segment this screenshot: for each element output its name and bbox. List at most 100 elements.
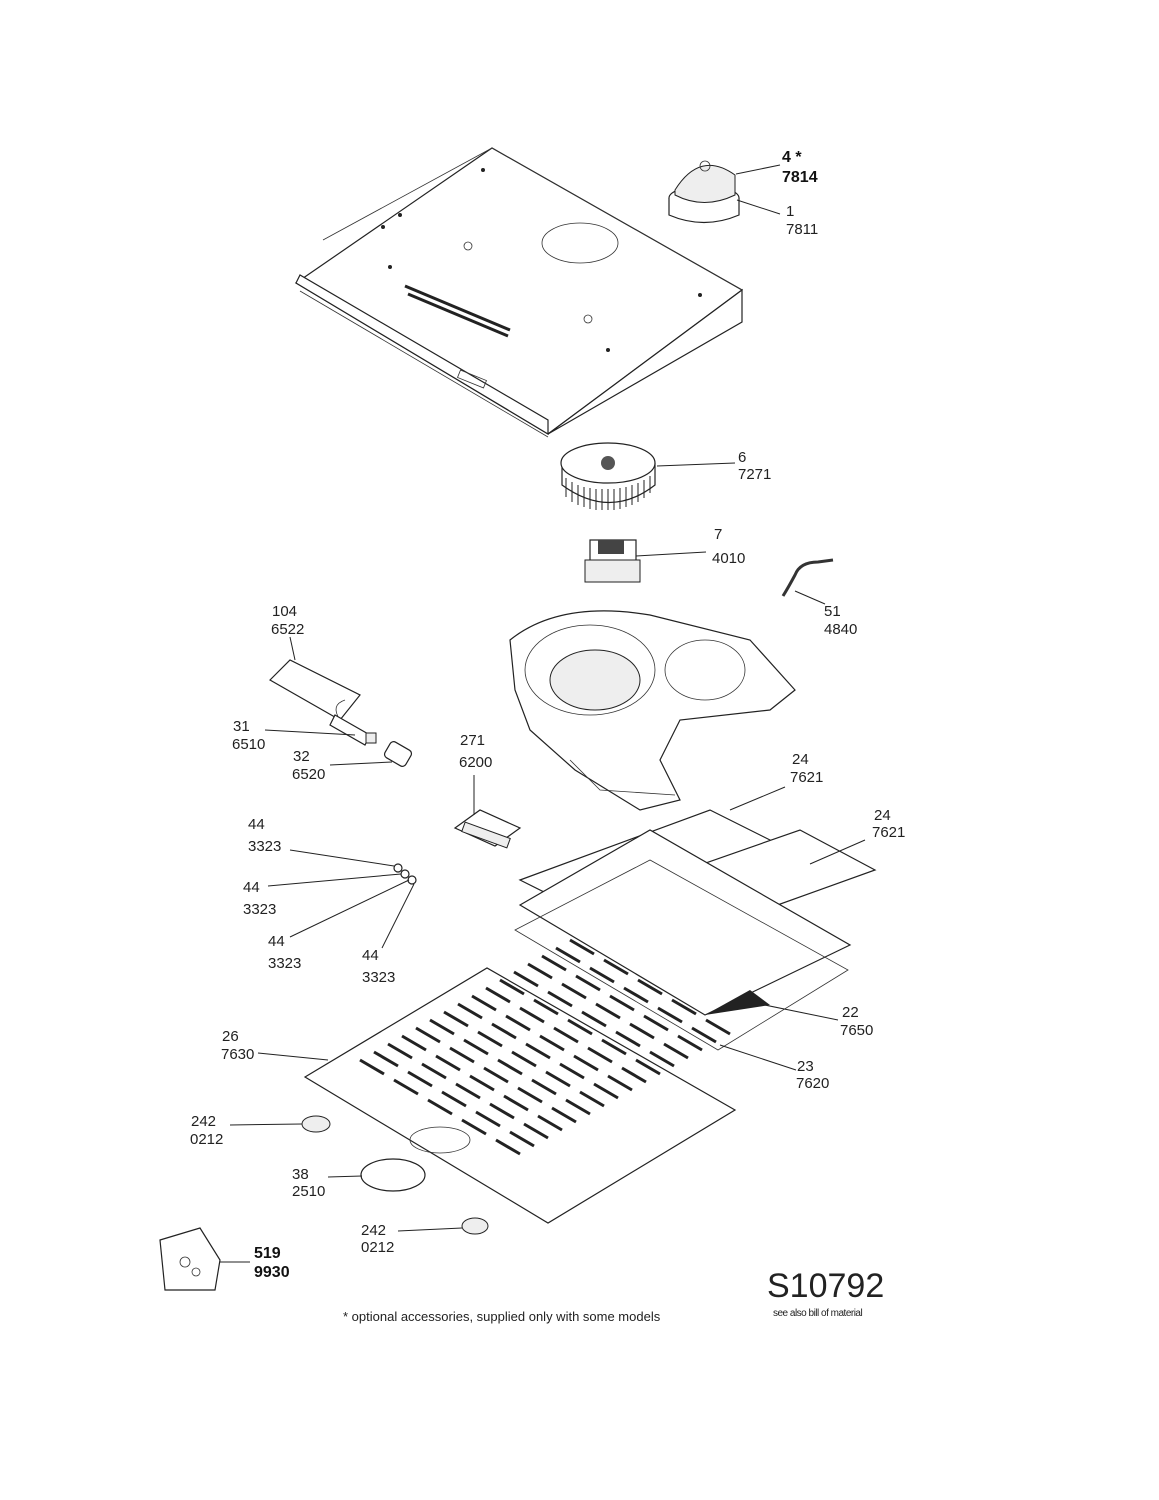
vent-slots xyxy=(404,284,511,338)
grille-slot xyxy=(407,1070,433,1088)
grille-slot xyxy=(429,1018,455,1036)
callout-code-lamp: 6510 xyxy=(232,736,265,753)
callout-code-carbon-filter: 7650 xyxy=(840,1022,873,1039)
lamp-part xyxy=(329,714,377,746)
callout-pos-motor: 7 xyxy=(714,526,722,543)
callout-pos-outlet-ring: 1 xyxy=(786,203,794,220)
grille-slot xyxy=(527,962,553,980)
grille-slot xyxy=(421,1062,447,1080)
grille-slot xyxy=(555,946,581,964)
callout-pos-lamp-cover: 104 xyxy=(272,603,297,620)
callout-pos-cable: 51 xyxy=(824,603,841,620)
callout-pos-carbon-filter: 22 xyxy=(842,1004,859,1021)
callout-code-grille: 7630 xyxy=(221,1046,254,1063)
grille-slot xyxy=(539,1034,565,1052)
grille-slot xyxy=(623,986,649,1004)
grille-slot xyxy=(545,1070,571,1088)
grille-slot xyxy=(635,1058,661,1076)
grille-slot xyxy=(637,978,663,996)
callout-code-filter-clip-b: 7621 xyxy=(872,824,905,841)
callout-pos-filter-clip-a: 24 xyxy=(792,751,809,768)
grille-slot xyxy=(705,1018,731,1036)
grille-slot xyxy=(475,1110,501,1128)
grille-slot xyxy=(551,1106,577,1124)
callout-pos-lamp-lens: 38 xyxy=(292,1166,309,1183)
grille-slot xyxy=(485,986,511,1004)
grille-slot xyxy=(441,1090,467,1108)
callout-pos-fixing-kit: 519 xyxy=(254,1245,281,1262)
grille-slot xyxy=(373,1050,399,1068)
callout-code-fan-cover: 7814 xyxy=(782,169,818,186)
callout-code-knob-3: 3323 xyxy=(268,955,301,972)
callout-pos-lamp-holder: 32 xyxy=(293,748,310,765)
hood-body xyxy=(294,147,744,438)
grille-slot xyxy=(461,1118,487,1136)
grille-slot xyxy=(581,1010,607,1028)
callout-code-lamp-holder: 6520 xyxy=(292,766,325,783)
callout-code-knob-1: 3323 xyxy=(248,838,281,855)
grease-filter-part xyxy=(514,859,849,1051)
grille-slot xyxy=(629,1022,655,1040)
callout-code-grease-filter: 7620 xyxy=(796,1075,829,1092)
drawing-code: S10792 xyxy=(767,1267,884,1305)
motor-part xyxy=(584,539,641,583)
grille-slot xyxy=(483,1066,509,1084)
callout-pos-knob-3: 44 xyxy=(268,933,285,950)
callout-code-outlet-ring: 7811 xyxy=(786,221,818,238)
grille-slot xyxy=(601,1038,627,1056)
drawing-sub: see also bill of material xyxy=(773,1308,862,1319)
callout-pos-filter-clip-b: 24 xyxy=(874,807,891,824)
grille-slot xyxy=(519,1006,545,1024)
grille-slot xyxy=(649,1050,675,1068)
grille-slot xyxy=(621,1066,647,1084)
grille-slot xyxy=(531,1078,557,1096)
grille-slot xyxy=(609,994,635,1012)
callout-pos-grease-filter: 23 xyxy=(797,1058,814,1075)
callout-code-lamp-cover: 6522 xyxy=(271,621,304,638)
grille-slot xyxy=(541,954,567,972)
grille-slot xyxy=(565,1098,591,1116)
grille-slot xyxy=(435,1054,461,1072)
lamp-lens-part xyxy=(360,1158,426,1192)
grille-slot xyxy=(499,978,525,996)
grille-slot xyxy=(615,1030,641,1048)
callout-pos-fan-cover: 4 * xyxy=(782,149,802,166)
switch-part xyxy=(453,809,522,849)
callout-code-filter-clip-a: 7621 xyxy=(790,769,823,786)
grille-slot xyxy=(401,1034,427,1052)
grille-slot xyxy=(359,1058,385,1076)
grille-slot xyxy=(477,1030,503,1048)
grille-slot xyxy=(427,1098,453,1116)
grille-slot xyxy=(573,1054,599,1072)
grille-slot xyxy=(593,1082,619,1100)
callout-pos-lamp: 31 xyxy=(233,718,250,735)
grille-slot xyxy=(523,1122,549,1140)
grille-slot xyxy=(471,994,497,1012)
callout-code-knob-2: 3323 xyxy=(243,901,276,918)
grille-slot xyxy=(607,1074,633,1092)
callout-code-fixing-kit: 9930 xyxy=(254,1264,290,1281)
grille-slot xyxy=(509,1130,535,1148)
fan-housing xyxy=(509,610,796,811)
grille-slot xyxy=(503,1094,529,1112)
grille-part xyxy=(303,938,737,1224)
leader-lines xyxy=(220,164,866,1263)
callout-pos-latch-a: 242 xyxy=(191,1113,216,1130)
footnote: * optional accessories, supplied only wi… xyxy=(343,1309,661,1324)
grille-slot xyxy=(603,958,629,976)
grille-slot xyxy=(525,1042,551,1060)
grille-slot xyxy=(387,1042,413,1060)
grille-slot xyxy=(569,938,595,956)
impeller-part xyxy=(560,442,656,510)
grille-slot xyxy=(505,1014,531,1032)
grille-slot xyxy=(415,1026,441,1044)
callout-code-cable: 4840 xyxy=(824,621,857,638)
grille-slot xyxy=(671,998,697,1016)
grille-slot xyxy=(449,1046,475,1064)
callout-pos-impeller: 6 xyxy=(738,449,746,466)
grille-slot xyxy=(533,998,559,1016)
grille-slot xyxy=(513,970,539,988)
grille-slot xyxy=(575,974,601,992)
fan-cover-part xyxy=(668,160,740,224)
